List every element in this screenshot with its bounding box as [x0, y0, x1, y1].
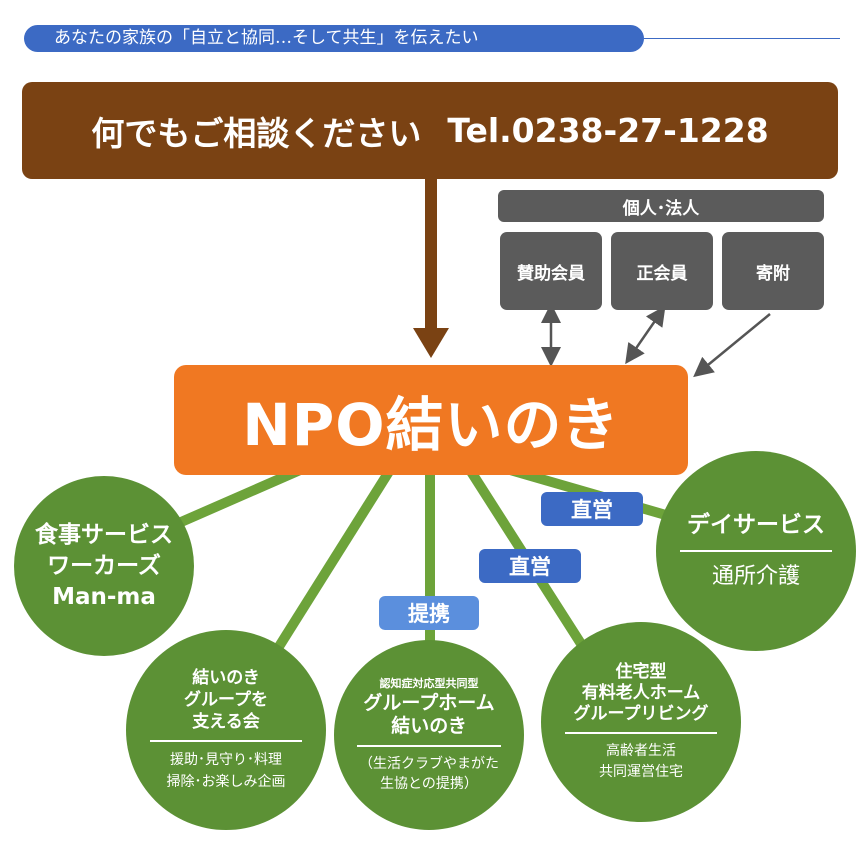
group-home-sub-1: （生活クラブやまがた — [359, 756, 499, 772]
member-donation-label: 寄附 — [756, 263, 790, 284]
group-home-title-2: 結いのき — [391, 715, 467, 737]
support-title-1: 結いのき — [192, 668, 260, 688]
tagline-banner: あなたの家族の「自立と協同…そして共生」を伝えたい — [24, 25, 644, 52]
meal-line-2: ワーカーズ — [47, 552, 161, 579]
tag-direct-day-service-label: 直営 — [571, 498, 613, 522]
day-service-divider — [680, 550, 832, 552]
day-service-title: デイサービス — [687, 512, 825, 538]
tagline-text: あなたの家族の「自立と協同…そして共生」を伝えたい — [54, 28, 479, 48]
npo-box: NPO結いのき — [174, 365, 688, 475]
circle-housing: 住宅型 有料老人ホーム グループリビング 高齢者生活 共同運営住宅 — [541, 622, 741, 822]
member-supporting: 賛助会員 — [500, 232, 602, 310]
support-sub-1: 援助･見守り･料理 — [170, 752, 282, 768]
circle-meal-service: 食事サービス ワーカーズ Man-ma — [14, 476, 194, 656]
member-donation: 寄附 — [722, 232, 824, 310]
meal-line-1: 食事サービス — [35, 521, 173, 548]
tag-partnership-label: 提携 — [408, 602, 450, 626]
support-title-3: 支える会 — [192, 712, 260, 732]
contact-phone[interactable]: Tel.0238-27-1228 — [447, 111, 769, 150]
circle-support-group: 結いのき グループを 支える会 援助･見守り･料理 掃除･お楽しみ企画 — [126, 630, 326, 830]
tag-direct-housing-label: 直営 — [509, 555, 551, 579]
circle-group-home: 認知症対応型共同型 グループホーム 結いのき （生活クラブやまがた 生協との提携… — [334, 640, 524, 830]
contact-to-npo-arrow — [413, 179, 449, 358]
housing-sub-2: 共同運営住宅 — [599, 763, 683, 780]
member-supporting-label: 賛助会員 — [517, 263, 585, 284]
member-regular-label: 正会員 — [636, 263, 688, 284]
members-header-label: 個人･法人 — [622, 198, 700, 219]
support-divider — [150, 740, 302, 742]
group-home-divider — [356, 745, 502, 747]
contact-message: 何でもご相談ください — [91, 113, 422, 153]
npo-name: NPO結いのき — [242, 391, 620, 459]
housing-title-3: グループリビング — [573, 703, 709, 724]
arrow-regular-member — [625, 305, 666, 365]
member-regular: 正会員 — [611, 232, 713, 310]
support-sub-2: 掃除･お楽しみ企画 — [166, 774, 286, 790]
group-home-title-1: グループホーム — [363, 692, 495, 714]
group-home-small-title: 認知症対応型共同型 — [379, 677, 479, 690]
meal-line-3: Man-ma — [52, 583, 156, 610]
arrow-donation — [693, 313, 771, 378]
tag-direct-day-service: 直営 — [541, 492, 643, 526]
circle-day-service: デイサービス 通所介護 — [656, 451, 856, 651]
tag-partnership: 提携 — [379, 596, 479, 630]
contact-banner: 何でもご相談ください Tel.0238-27-1228 — [22, 82, 838, 179]
housing-title-1: 住宅型 — [615, 661, 667, 682]
housing-title-2: 有料老人ホーム — [581, 682, 701, 703]
tagline-rule — [644, 38, 840, 39]
housing-sub-1: 高齢者生活 — [606, 742, 676, 759]
tag-direct-housing: 直営 — [479, 549, 581, 583]
members-header: 個人･法人 — [498, 190, 824, 222]
housing-divider — [565, 731, 717, 734]
support-title-2: グループを — [184, 690, 268, 710]
group-home-sub-2: 生協との提携） — [380, 776, 478, 792]
day-service-sub: 通所介護 — [711, 564, 800, 589]
